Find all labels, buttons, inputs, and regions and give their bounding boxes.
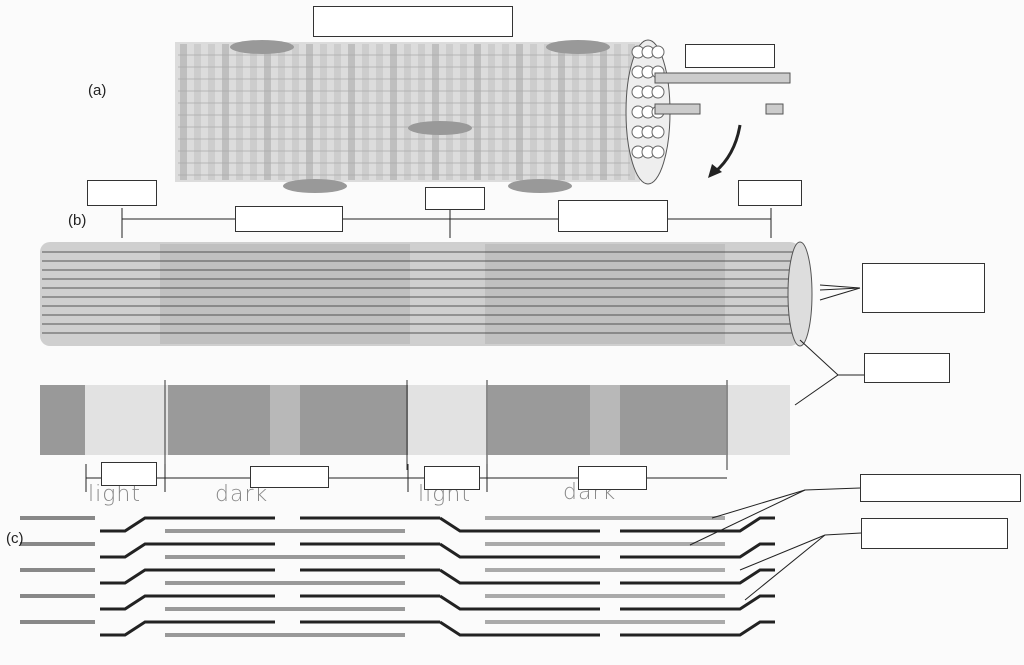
label-box-sarcomere-1[interactable]: [235, 206, 343, 232]
thin-filament: [100, 568, 275, 585]
fiber-striation: [516, 44, 523, 180]
a-band-shade: [160, 244, 410, 344]
thin-filament: [620, 568, 775, 585]
fiber-striation: [572, 44, 579, 180]
fiber-striation: [432, 44, 439, 180]
thin-filament: [100, 620, 275, 637]
leader-line: [819, 287, 861, 301]
leader-line: [819, 284, 861, 289]
thin-filament: [439, 594, 600, 611]
myofibril-end: [651, 85, 665, 99]
leader-line: [689, 489, 806, 546]
fiber-striation: [222, 44, 229, 180]
leader-line: [744, 534, 826, 601]
fiber-striation: [502, 44, 509, 180]
label-box-myofibril-b[interactable]: [864, 353, 950, 383]
leader-line: [794, 374, 864, 406]
myofibril-strand: [654, 72, 791, 84]
nucleus: [230, 40, 294, 54]
label-box-filaments[interactable]: [862, 263, 985, 313]
fiber-striation: [488, 44, 495, 180]
leader-line: [711, 489, 806, 519]
label-box-sarcomere-2[interactable]: [558, 200, 668, 232]
panel-label-b: (b): [68, 212, 87, 229]
fiber-striation: [530, 44, 537, 180]
fiber-striation: [544, 44, 551, 180]
leader-line: [739, 534, 826, 571]
a-band-shade: [485, 244, 725, 344]
nucleus: [546, 40, 610, 54]
fiber-striation: [474, 44, 481, 180]
band: [40, 385, 85, 455]
myofibril-end: [787, 241, 813, 347]
thin-filament: [620, 542, 775, 559]
fiber-striation: [376, 44, 383, 180]
thin-filament: [439, 542, 600, 559]
thin-filament: [439, 516, 600, 533]
label-box-thin-filament[interactable]: [860, 474, 1021, 502]
fiber-striation: [586, 44, 593, 180]
band: [590, 385, 620, 455]
arrow-head: [708, 164, 722, 178]
fiber-striation: [264, 44, 271, 180]
fiber-striation: [194, 44, 201, 180]
panel-label-a: (a): [88, 82, 107, 99]
myofibril-end: [651, 125, 665, 139]
fiber-striation: [446, 44, 453, 180]
fiber-striation: [278, 44, 285, 180]
thin-filament: [620, 594, 775, 611]
fiber-striation: [614, 44, 621, 180]
fiber-striation: [208, 44, 215, 180]
fiber-striation: [362, 44, 369, 180]
label-box-fiber[interactable]: [313, 6, 513, 37]
thin-filament: [100, 542, 275, 559]
thin-filament: [439, 620, 600, 637]
band: [270, 385, 300, 455]
fiber-striation: [236, 44, 243, 180]
leader-line: [799, 339, 839, 376]
leader-line: [804, 487, 861, 491]
fiber-striation: [460, 44, 467, 180]
label-box-i-band-1[interactable]: [101, 462, 157, 486]
leader-line: [824, 532, 862, 536]
myofibril-end: [651, 45, 665, 59]
thin-filament: [100, 594, 275, 611]
fiber-striation: [558, 44, 565, 180]
thin-filament: [100, 516, 275, 533]
fiber-striation: [180, 44, 187, 180]
fiber-striation: [306, 44, 313, 180]
fiber-striation: [600, 44, 607, 180]
thin-filament: [439, 568, 600, 585]
nucleus: [508, 179, 572, 193]
myofibril-end: [651, 145, 665, 159]
myofibril-fragment: [765, 103, 784, 115]
fiber-striation: [390, 44, 397, 180]
label-box-z-line-2[interactable]: [425, 187, 485, 210]
thin-filament: [620, 620, 775, 637]
nucleus: [283, 179, 347, 193]
fiber-striation: [348, 44, 355, 180]
fiber-striation: [334, 44, 341, 180]
nucleus: [408, 121, 472, 135]
fiber-striation: [320, 44, 327, 180]
curved-arrow: [714, 124, 742, 174]
handwritten-light-1: light: [88, 482, 141, 507]
fiber-striation: [418, 44, 425, 180]
thin-filament: [620, 516, 775, 533]
panel-label-c: (c): [6, 530, 24, 547]
label-box-a-band-1[interactable]: [250, 466, 329, 488]
myofibril-strand: [654, 103, 701, 115]
fiber-striation: [404, 44, 411, 180]
label-box-i-band-2[interactable]: [424, 466, 480, 490]
label-box-z-line-1[interactable]: [87, 180, 157, 206]
label-box-thick-filament[interactable]: [861, 518, 1008, 549]
leader-line: [819, 287, 861, 291]
fiber-striation: [292, 44, 299, 180]
label-box-a-band-2[interactable]: [578, 466, 647, 490]
fiber-striation: [250, 44, 257, 180]
label-box-myofibril[interactable]: [685, 44, 775, 68]
label-box-z-line-3[interactable]: [738, 180, 802, 206]
